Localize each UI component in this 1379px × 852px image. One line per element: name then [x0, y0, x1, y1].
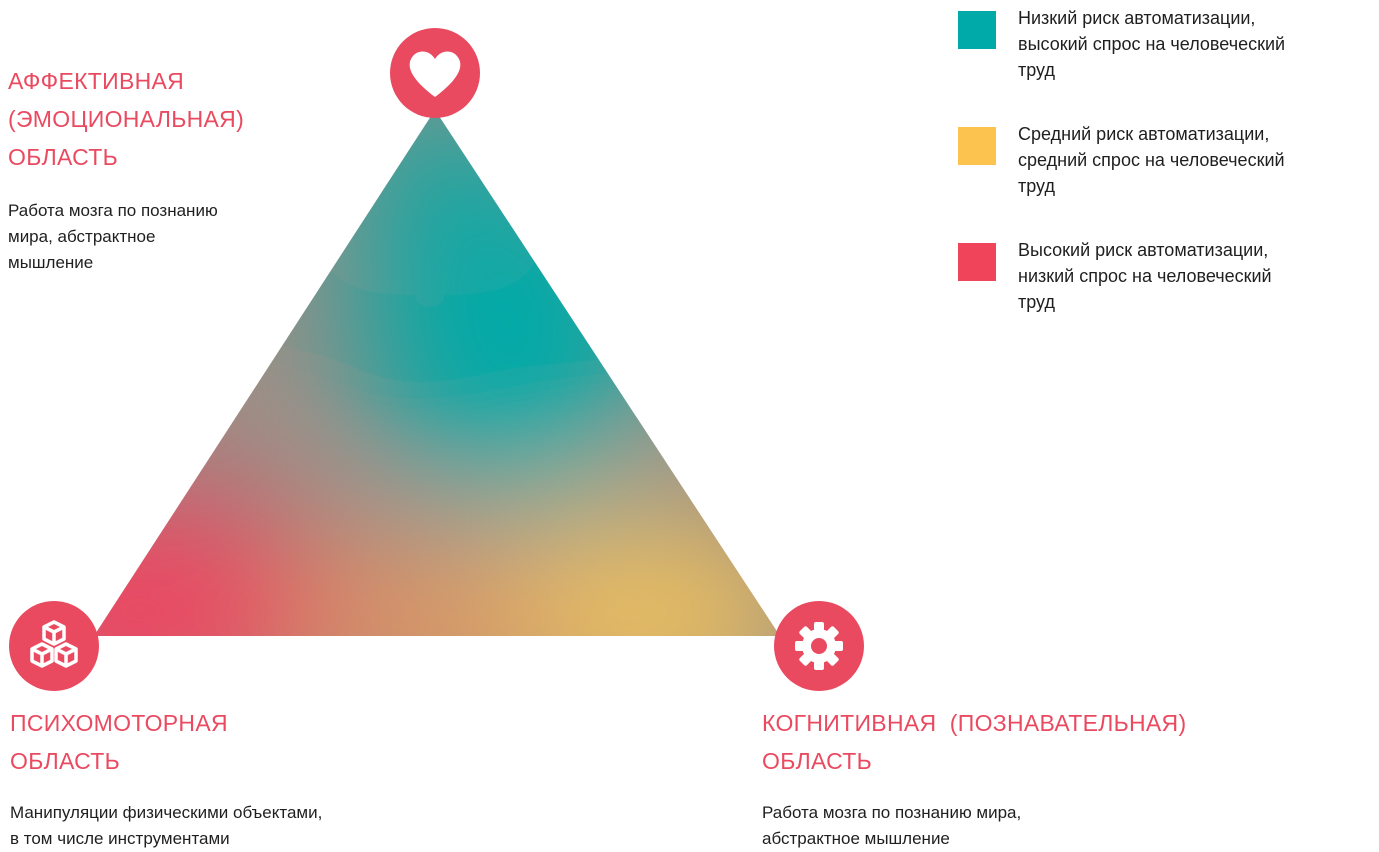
legend-label: Средний риск автоматизации, средний спро…	[1018, 121, 1368, 199]
legend-swatch-teal	[958, 11, 996, 49]
affective-desc-line: мышление	[8, 253, 94, 272]
heart-icon	[390, 28, 480, 118]
affective-title-line: АФФЕКТИВНАЯ	[8, 68, 185, 94]
legend-label-line: Низкий риск автоматизации,	[1018, 8, 1256, 28]
psychomotor-title-line: ОБЛАСТЬ	[10, 748, 121, 774]
triangle-gradient-fill	[94, 110, 780, 636]
affective-area-description: Работа мозга по познанию мира, абстрактн…	[8, 198, 308, 276]
legend-label-line: труд	[1018, 176, 1055, 196]
psychomotor-area-title: ПСИХОМОТОРНАЯ ОБЛАСТЬ	[10, 704, 370, 780]
cognitive-area-title: КОГНИТИВНАЯ (ПОЗНАВАТЕЛЬНАЯ) ОБЛАСТЬ	[762, 704, 1322, 780]
legend-swatch-yellow	[958, 127, 996, 165]
legend-label-line: средний спрос на человеческий	[1018, 150, 1285, 170]
affective-desc-line: мира, абстрактное	[8, 227, 156, 246]
cognitive-area-description: Работа мозга по познанию мира, абстрактн…	[762, 800, 1202, 852]
legend-swatch-red	[958, 243, 996, 281]
legend-label-line: труд	[1018, 60, 1055, 80]
legend-label: Высокий риск автоматизации, низкий спрос…	[1018, 237, 1368, 315]
gear-icon	[774, 601, 864, 691]
psychomotor-desc-line: Манипуляции физическими объектами,	[10, 803, 323, 822]
cognitive-desc-line: Работа мозга по познанию мира,	[762, 803, 1022, 822]
affective-title-line: ОБЛАСТЬ	[8, 144, 119, 170]
legend-label-line: труд	[1018, 292, 1055, 312]
legend-label-line: высокий спрос на человеческий	[1018, 34, 1286, 54]
cognitive-title-line: ОБЛАСТЬ	[762, 748, 873, 774]
affective-desc-line: Работа мозга по познанию	[8, 201, 218, 220]
cognitive-title-line: КОГНИТИВНАЯ (ПОЗНАВАТЕЛЬНАЯ)	[762, 710, 1187, 736]
legend-label-line: Средний риск автоматизации,	[1018, 124, 1270, 144]
legend-label: Низкий риск автоматизации, высокий спрос…	[1018, 5, 1368, 83]
psychomotor-title-line: ПСИХОМОТОРНАЯ	[10, 710, 228, 736]
affective-title-line: (ЭМОЦИОНАЛЬНАЯ)	[8, 106, 245, 132]
cognitive-desc-line: абстрактное мышление	[762, 829, 950, 848]
legend-label-line: Высокий риск автоматизации,	[1018, 240, 1269, 260]
cubes-icon	[9, 601, 99, 691]
affective-area-title: АФФЕКТИВНАЯ (ЭМОЦИОНАЛЬНАЯ) ОБЛАСТЬ	[8, 62, 328, 176]
legend-label-line: низкий спрос на человеческий	[1018, 266, 1272, 286]
psychomotor-desc-line: в том числе инструментами	[10, 829, 230, 848]
psychomotor-area-description: Манипуляции физическими объектами, в том…	[10, 800, 450, 852]
